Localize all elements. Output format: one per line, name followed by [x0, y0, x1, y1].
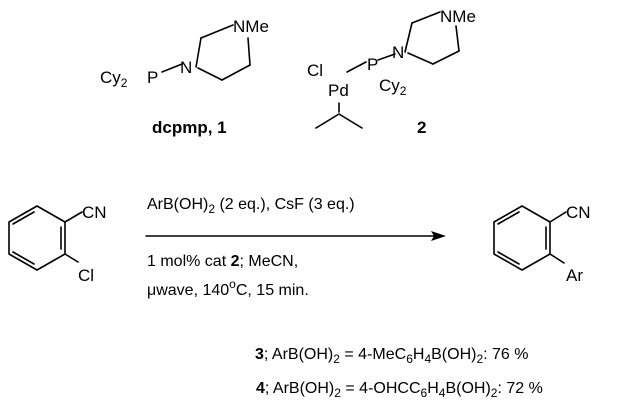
reaction-arrow	[145, 231, 446, 241]
ligand-nme-group: NMe	[233, 17, 269, 36]
ligand-dcpmp-structure: N NMe P Cy2 dcpmp, 1	[100, 17, 269, 137]
ligand-name-label: dcpmp, 1	[152, 118, 227, 137]
reactant-cl-atom: Cl	[78, 266, 94, 285]
complex-n-atom: N	[392, 43, 404, 62]
reactant-structure: CN Cl	[8, 203, 107, 285]
conditions-reagents-line: ArB(OH)2 (2 eq.), CsF (3 eq.)	[147, 196, 355, 216]
complex-cl-atom: Cl	[307, 61, 323, 80]
conditions-catalyst-line: 1 mol% cat 2; MeCN,	[147, 253, 298, 270]
ligand-p-atom: P	[147, 68, 158, 87]
complex-number-label: 2	[417, 118, 426, 137]
product-ar-group: Ar	[566, 266, 583, 285]
complex-pd-atom: Pd	[328, 81, 349, 100]
ligand-cy2-group: Cy2	[100, 68, 128, 90]
result-3-line: 3; ArB(OH)2 = 4-MeC6H4B(OH)2: 76 %	[255, 346, 529, 366]
product-structure: CN Ar	[493, 203, 591, 285]
complex-2-structure: N NMe P Cl Pd Cy2 2	[307, 7, 476, 137]
reactant-cn-group: CN	[82, 203, 107, 222]
result-4-line: 4; ArB(OH)2 = 4-OHCC6H4B(OH)2: 72 %	[256, 380, 543, 400]
complex-nme-group: NMe	[440, 7, 476, 26]
product-cn-group: CN	[566, 203, 591, 222]
ligand-n-atom: N	[180, 58, 192, 77]
complex-cy2-group: Cy2	[379, 76, 407, 98]
complex-p-atom: P	[367, 55, 378, 74]
conditions-heating-line: μwave, 140oC, 15 min.	[147, 277, 309, 299]
